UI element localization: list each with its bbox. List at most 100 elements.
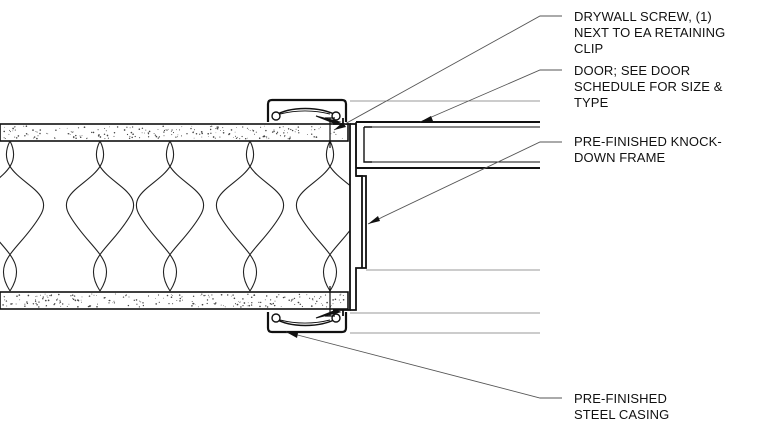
stipple-dot <box>128 137 131 140</box>
stipple-dot <box>45 304 48 307</box>
stipple-dot <box>342 295 344 296</box>
stipple-dot <box>40 294 41 296</box>
stipple-dot <box>16 295 18 297</box>
stipple-dot <box>226 294 229 296</box>
stipple-dot <box>191 125 193 127</box>
stipple-dot <box>238 302 240 303</box>
stipple-dot <box>98 134 100 136</box>
note-line: DRYWALL SCREW, (1) <box>574 9 712 24</box>
stipple-dot <box>248 128 249 130</box>
stipple-dot <box>113 300 115 302</box>
stipple-dot <box>210 132 212 134</box>
stipple-dot <box>201 303 204 306</box>
stipple-dot <box>133 299 135 301</box>
stipple-dot <box>333 131 335 133</box>
stipple-dot <box>147 136 150 138</box>
stipple-dot <box>201 136 203 138</box>
stipple-dot <box>236 127 237 128</box>
stipple-dot <box>204 294 206 296</box>
stipple-dot <box>193 303 195 305</box>
stipple-dot <box>139 137 141 139</box>
stipple-dot <box>279 126 281 129</box>
stipple-dot <box>70 130 72 132</box>
stipple-dot <box>138 306 141 308</box>
stipple-dot <box>236 136 238 138</box>
stipple-dot <box>338 299 340 301</box>
stipple-dot <box>247 293 249 295</box>
stipple-dot <box>108 302 110 304</box>
stipple-dot <box>259 301 262 304</box>
stipple-dot <box>178 294 181 296</box>
drywall-screw-bottom <box>325 286 335 317</box>
stipple-dot <box>278 294 280 296</box>
stipple-dot <box>212 298 214 300</box>
knock-down-frame <box>333 118 367 316</box>
stipple-dot <box>199 133 201 135</box>
stipple-dot <box>92 131 95 134</box>
gypsum-board-top <box>0 123 349 142</box>
stipple-dot <box>203 294 205 297</box>
stipple-dot <box>298 132 300 134</box>
stipple-dot <box>197 306 199 308</box>
stipple-dot <box>145 129 147 131</box>
stipple-dot <box>266 138 268 140</box>
stipple-dot <box>220 304 222 306</box>
stipple-dot <box>282 296 285 299</box>
stipple-dot <box>274 300 276 302</box>
stipple-dot <box>282 126 284 128</box>
stipple-dot <box>320 126 321 128</box>
stipple-dot <box>168 302 170 305</box>
stipple-dot <box>104 296 106 299</box>
stipple-dot <box>75 134 77 137</box>
stipple-dot <box>219 136 221 138</box>
stipple-dot <box>163 131 165 133</box>
stipple-dot <box>39 129 42 131</box>
note-line: CLIP <box>574 41 604 56</box>
stipple-dot <box>81 296 83 298</box>
stipple-dot <box>104 127 106 130</box>
drywall-screw-top <box>325 117 335 148</box>
stipple-dot <box>9 131 11 133</box>
stipple-dot <box>162 125 164 127</box>
stipple-dot <box>157 129 159 131</box>
stipple-dot <box>135 299 138 301</box>
stipple-dot <box>215 128 217 130</box>
stipple-dot <box>332 303 334 305</box>
stipple-dot <box>306 294 308 296</box>
steel-casing-bottom <box>266 309 348 334</box>
stipple-dot <box>45 306 47 307</box>
stipple-dot <box>299 303 302 306</box>
stipple-dot <box>27 134 29 136</box>
note-steel-casing: PRE-FINISHED STEEL CASING <box>574 391 669 423</box>
leader-door <box>419 69 562 123</box>
stipple-dot <box>284 130 285 131</box>
stipple-dot <box>35 130 37 132</box>
stipple-dot <box>233 305 234 307</box>
stipple-dot <box>171 134 173 136</box>
stipple-dot <box>216 126 218 128</box>
stipple-dot <box>129 135 131 137</box>
stipple-dot <box>295 128 297 130</box>
stipple-dot <box>326 301 328 304</box>
stipple-dot <box>273 129 275 131</box>
stipple-dot <box>322 304 324 306</box>
stipple-dot <box>129 127 131 129</box>
stipple-dot <box>153 133 155 135</box>
stipple-dot <box>62 303 64 305</box>
stipple-dot <box>314 128 316 131</box>
stipple-dot <box>88 295 91 297</box>
stipple-dot <box>147 132 149 134</box>
stipple-dot <box>71 294 74 296</box>
stipple-dot <box>195 133 198 135</box>
stipple-dot <box>214 137 216 139</box>
stipple-dot <box>287 128 290 130</box>
leader-screw <box>333 15 562 131</box>
stipple-dot <box>158 136 161 138</box>
stipple-dot <box>220 130 222 132</box>
stipple-dot <box>297 130 299 132</box>
stipple-dot <box>209 128 212 131</box>
stipple-dot <box>50 294 52 297</box>
stipple-dot <box>193 129 196 131</box>
stipple-dot <box>230 295 232 297</box>
